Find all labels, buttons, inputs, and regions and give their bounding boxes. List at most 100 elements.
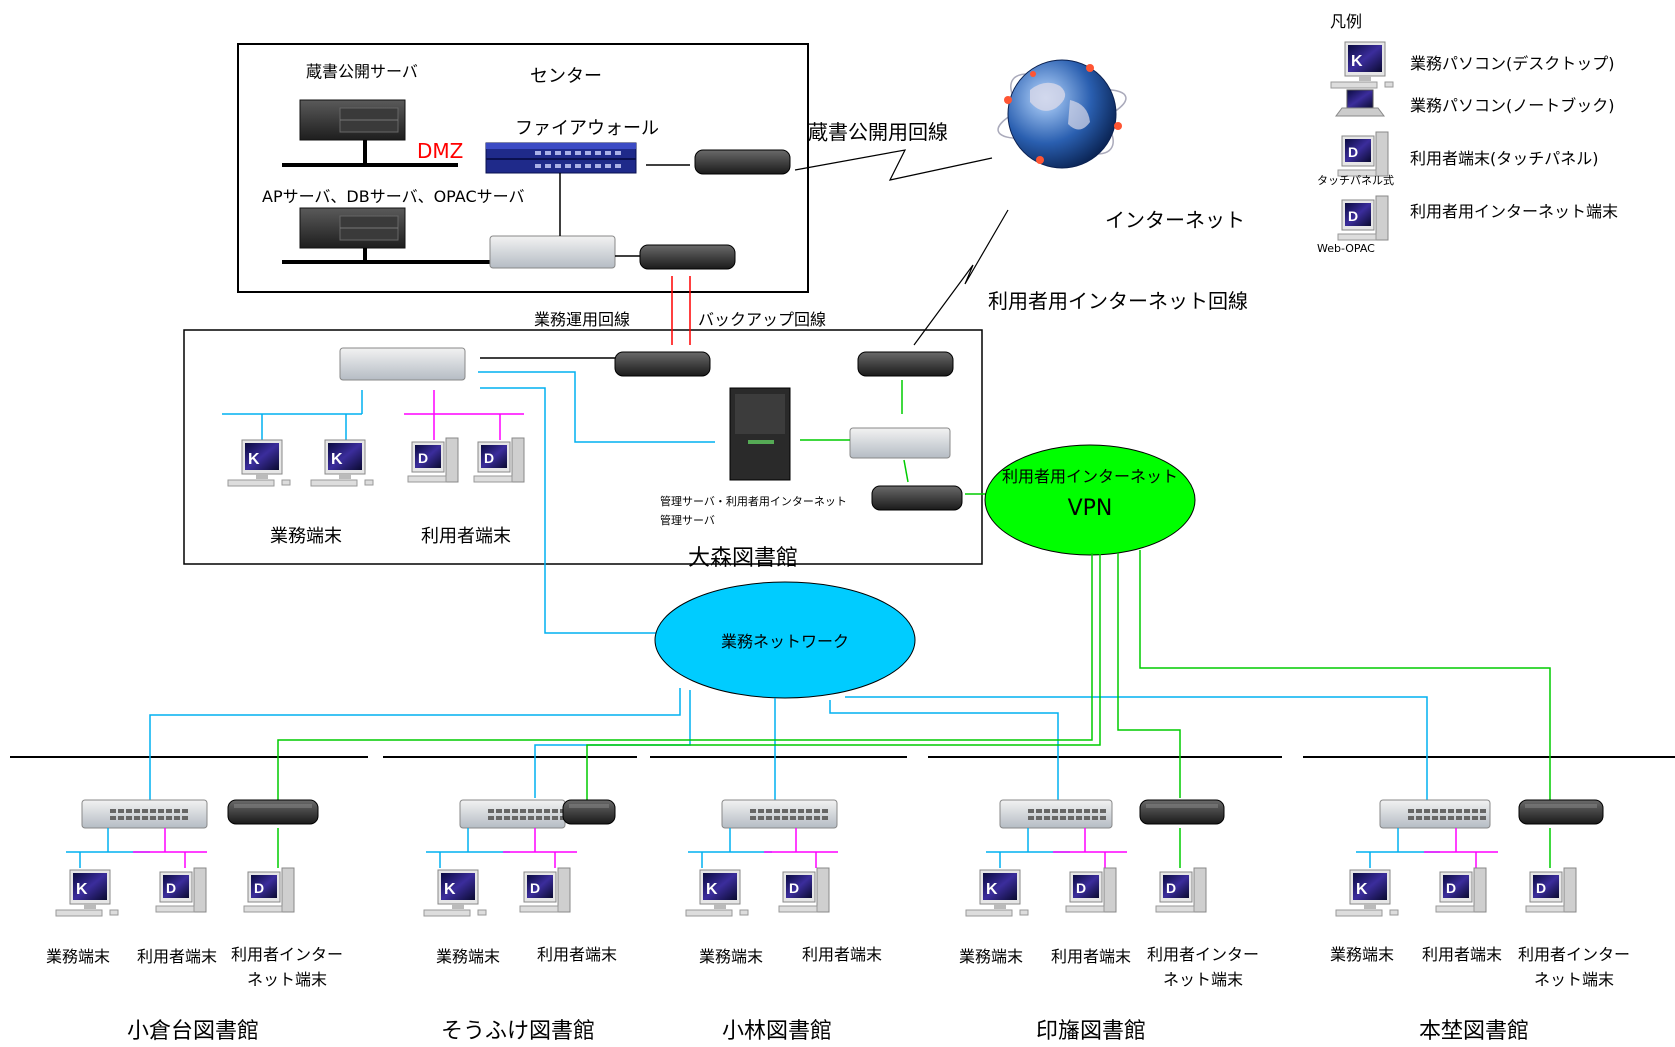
- svg-text:D: D: [1348, 144, 1358, 160]
- branch-terminal-label: 業務端末: [45, 947, 111, 966]
- branch-switch-icon: [81, 799, 208, 829]
- legend-item-label: 利用者端末(タッチパネル): [1410, 149, 1599, 168]
- svg-text:K: K: [331, 451, 343, 468]
- branch-terminal-label: 利用者端末: [136, 947, 218, 966]
- firewall-ports: [535, 151, 621, 168]
- omori-to-business-net: [480, 387, 660, 634]
- svg-text:K: K: [444, 881, 456, 898]
- omori-box: [183, 329, 983, 565]
- omori-hub-icon: [339, 347, 466, 381]
- internet-label: インターネット: [1105, 208, 1245, 232]
- omori-user-terminal-label: 利用者端末: [421, 526, 511, 547]
- branch-terminal-label: ネット端末: [246, 970, 328, 989]
- center-title: センター: [530, 66, 602, 87]
- svg-text:D: D: [530, 880, 540, 896]
- omori-hub-vpnrouter-green: [903, 459, 909, 483]
- legend-touch-terminal-icon: D: [1337, 131, 1389, 177]
- branch-terminal-label: 利用者インター: [230, 945, 344, 964]
- business-line-label: 業務運用回線: [534, 310, 631, 329]
- branch-switch-icon: [459, 799, 566, 829]
- user-terminal-icon: D: [1065, 867, 1117, 913]
- legend-item-label: 利用者用インターネット端末: [1410, 202, 1619, 221]
- branch-terminal-label: 利用者インター: [1146, 945, 1260, 964]
- vpn-links: [277, 550, 1551, 800]
- management-server-icon: [729, 387, 791, 481]
- svg-text:K: K: [76, 881, 88, 898]
- svg-text:K: K: [1356, 881, 1368, 898]
- user-terminal-icon: D: [519, 867, 571, 913]
- vpn-label-2: VPN: [1067, 496, 1113, 521]
- business-pc-icon: K: [965, 869, 1029, 917]
- branch-switch-icon: [999, 799, 1113, 829]
- legend-item-sub: タッチパネル式: [1317, 174, 1394, 187]
- vpn-label-1: 利用者用インターネット: [1001, 467, 1179, 486]
- public-line-label: 蔵書公開用回線: [808, 120, 948, 144]
- user-terminal-icon: D: [407, 437, 459, 483]
- branch-name: 小林図書館: [721, 1019, 833, 1044]
- public-server-label: 蔵書公開サーバ: [306, 62, 418, 81]
- svg-text:D: D: [1076, 880, 1086, 896]
- branch-router-icon: [227, 799, 319, 825]
- branch-name: 本埜図書館: [1418, 1019, 1530, 1044]
- svg-text:D: D: [789, 880, 799, 896]
- business-network-cloud: [654, 581, 916, 699]
- legend-notebook-icon: [1335, 89, 1385, 117]
- business-network-label: 業務ネットワーク: [720, 632, 850, 651]
- omori-business-router-icon: [614, 351, 711, 377]
- omori-business-terminal-label: 業務端末: [270, 526, 342, 547]
- internet-terminal-icon: D: [1155, 867, 1207, 913]
- omori-internet-router-icon: [857, 351, 954, 377]
- svg-text:D: D: [418, 450, 428, 466]
- user-internet-line: [913, 209, 1009, 346]
- branch-terminal-label: 業務端末: [698, 947, 764, 966]
- internet-terminal-icon: D: [243, 867, 295, 913]
- business-pc-icon: K: [1335, 869, 1399, 917]
- branch-terminal-label: 利用者端末: [536, 945, 618, 964]
- center-hub-icon: [489, 235, 616, 269]
- public-server-icon: [299, 99, 406, 141]
- ap-db-opac-server-icon: [299, 207, 406, 249]
- svg-text:K: K: [706, 881, 718, 898]
- svg-text:D: D: [1446, 880, 1456, 896]
- branch-name: そうふけ図書館: [440, 1019, 596, 1044]
- svg-text:K: K: [986, 881, 998, 898]
- branch-terminal-label: 利用者端末: [1050, 947, 1132, 966]
- svg-text:D: D: [166, 880, 176, 896]
- branch-router-icon: [1139, 799, 1225, 825]
- legend-internet-terminal-icon: D: [1337, 195, 1389, 241]
- branch-terminal-label: 業務端末: [435, 947, 501, 966]
- user-terminal-icon: D: [778, 867, 830, 913]
- omori-hub-mgmt-blue: [478, 371, 715, 443]
- svg-text:D: D: [1536, 880, 1546, 896]
- mgmt-server-label-1: 管理サーバ・利用者用インターネット: [660, 495, 847, 508]
- svg-text:K: K: [248, 451, 260, 468]
- branch-switch-icon: [1379, 799, 1491, 829]
- business-pc-icon: K: [55, 869, 119, 917]
- branch-terminal-label: 利用者インター: [1517, 945, 1631, 964]
- user-internet-line-label: 利用者用インターネット回線: [988, 289, 1248, 313]
- branch-terminal-label: 業務端末: [958, 947, 1024, 966]
- vpn-cloud: [984, 444, 1196, 556]
- legend-item-sub: Web-OPAC: [1317, 242, 1375, 255]
- omori-internet-hub-icon: [849, 427, 951, 459]
- user-terminal-icon: D: [1435, 867, 1487, 913]
- user-terminal-icon: D: [473, 437, 525, 483]
- business-pc-icon: K: [310, 439, 374, 487]
- omori-name: 大森図書館: [688, 546, 799, 571]
- svg-text:D: D: [484, 450, 494, 466]
- backup-line-label: バックアップ回線: [698, 310, 827, 329]
- business-pc-icon: K: [423, 869, 487, 917]
- branch-router-icon: [1518, 799, 1604, 825]
- svg-text:D: D: [1166, 880, 1176, 896]
- branch-switch-icon: [721, 799, 838, 829]
- branch-name: 小倉台図書館: [126, 1019, 260, 1044]
- firewall-label: ファイアウォール: [515, 118, 659, 139]
- svg-text:D: D: [254, 880, 264, 896]
- branch-terminal-label: 業務端末: [1329, 945, 1395, 964]
- internet-globe-icon: [997, 59, 1127, 169]
- ap-db-opac-label: APサーバ、DBサーバ、OPACサーバ: [262, 187, 525, 206]
- branch-terminal-label: ネット端末: [1533, 970, 1615, 989]
- public-line: [794, 149, 993, 181]
